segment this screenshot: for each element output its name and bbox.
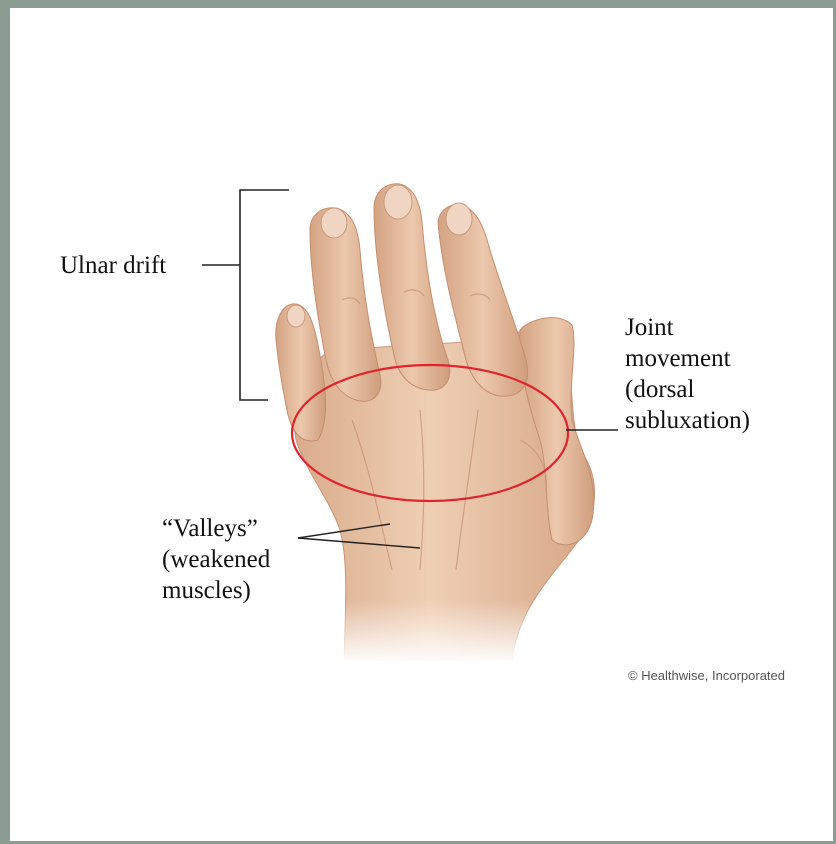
valleys-line-1: “Valleys” [162, 513, 270, 544]
ulnar-drift-bracket [202, 190, 289, 400]
valleys-line-2: (weakened [162, 544, 270, 575]
valleys-line-3: muscles) [162, 575, 270, 606]
joint-movement-line-4: subluxation) [625, 405, 750, 436]
index-finger-nail [446, 203, 472, 235]
ulnar-drift-label: Ulnar drift [60, 250, 166, 281]
joint-movement-line-1: Joint [625, 312, 750, 343]
joint-movement-line-2: movement [625, 343, 750, 374]
joint-movement-line-3: (dorsal [625, 374, 750, 405]
middle-finger-nail [384, 185, 412, 219]
valleys-label: “Valleys” (weakened muscles) [162, 513, 270, 606]
little-finger-nail [287, 305, 305, 327]
ring-finger-nail [321, 208, 347, 238]
copyright-credit: © Healthwise, Incorporated [628, 668, 785, 683]
joint-movement-label: Joint movement (dorsal subluxation) [625, 312, 750, 436]
